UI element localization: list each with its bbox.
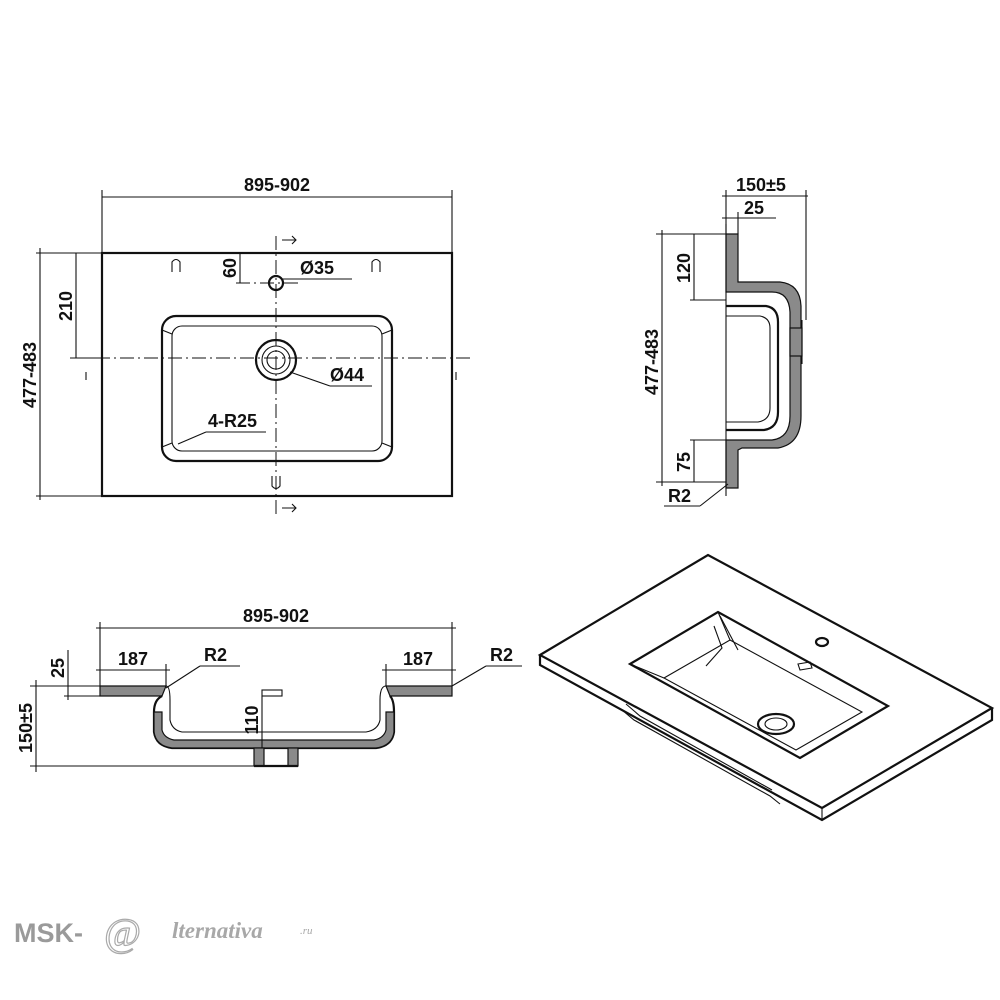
top-view-outline bbox=[100, 251, 454, 498]
top-view-tap-edge-label: 60 bbox=[220, 258, 240, 278]
front-view-bowl-depth-label: 110 bbox=[242, 705, 262, 734]
side-view-depth-label: 477-483 bbox=[642, 329, 662, 395]
front-view-rim-label: 25 bbox=[48, 658, 68, 678]
isometric-view bbox=[537, 553, 995, 822]
watermark-suffix: lternativa bbox=[172, 918, 263, 943]
watermark-prefix: MSK- bbox=[14, 918, 83, 948]
top-view: 895-902 477-483 210 60 Ø35 Ø44 4-R25 bbox=[20, 175, 470, 514]
front-view-left-margin-label: 187 bbox=[118, 649, 148, 669]
side-view-section bbox=[725, 233, 802, 489]
iso-drain bbox=[756, 712, 796, 736]
watermark-domain: .ru bbox=[300, 925, 313, 937]
front-view-radius-right-label: R2 bbox=[490, 645, 513, 665]
front-view-radius-left-label: R2 bbox=[204, 645, 227, 665]
top-view-depth-label: 477-483 bbox=[20, 342, 40, 408]
front-view-width-label: 895-902 bbox=[243, 606, 309, 626]
top-view-radius-label: 4-R25 bbox=[208, 411, 257, 431]
top-view-width-label: 895-902 bbox=[244, 175, 310, 195]
iso-top-surface bbox=[537, 553, 995, 810]
front-view: 895-902 187 187 R2 R2 25 150±5 110 bbox=[16, 606, 522, 772]
watermark-at-symbol: @ bbox=[104, 910, 141, 955]
front-view-height-label: 150±5 bbox=[16, 703, 36, 753]
top-view-drain-label: Ø44 bbox=[330, 365, 364, 385]
side-view-back-label: 120 bbox=[674, 253, 694, 283]
iso-basin-rim bbox=[627, 610, 891, 760]
top-view-offset-label: 210 bbox=[56, 291, 76, 321]
side-view-rim-label: 25 bbox=[744, 198, 764, 218]
front-view-right-margin-label: 187 bbox=[403, 649, 433, 669]
top-view-basin-outer bbox=[160, 314, 394, 463]
side-view-height-label: 150±5 bbox=[736, 175, 786, 195]
top-view-basin-inner bbox=[171, 325, 383, 452]
top-view-tap-hole-label: Ø35 bbox=[300, 258, 334, 278]
watermark: MSK- @ lternativa .ru bbox=[14, 909, 313, 955]
side-view-front-label: 75 bbox=[674, 452, 694, 472]
front-view-rim-left bbox=[99, 685, 167, 697]
side-view: 150±5 25 477-483 120 75 R2 bbox=[642, 175, 808, 507]
iso-tap-hole bbox=[814, 636, 830, 648]
iso-front-edge bbox=[538, 655, 994, 822]
side-view-radius-label: R2 bbox=[668, 486, 691, 506]
front-view-rim-right bbox=[385, 685, 453, 697]
